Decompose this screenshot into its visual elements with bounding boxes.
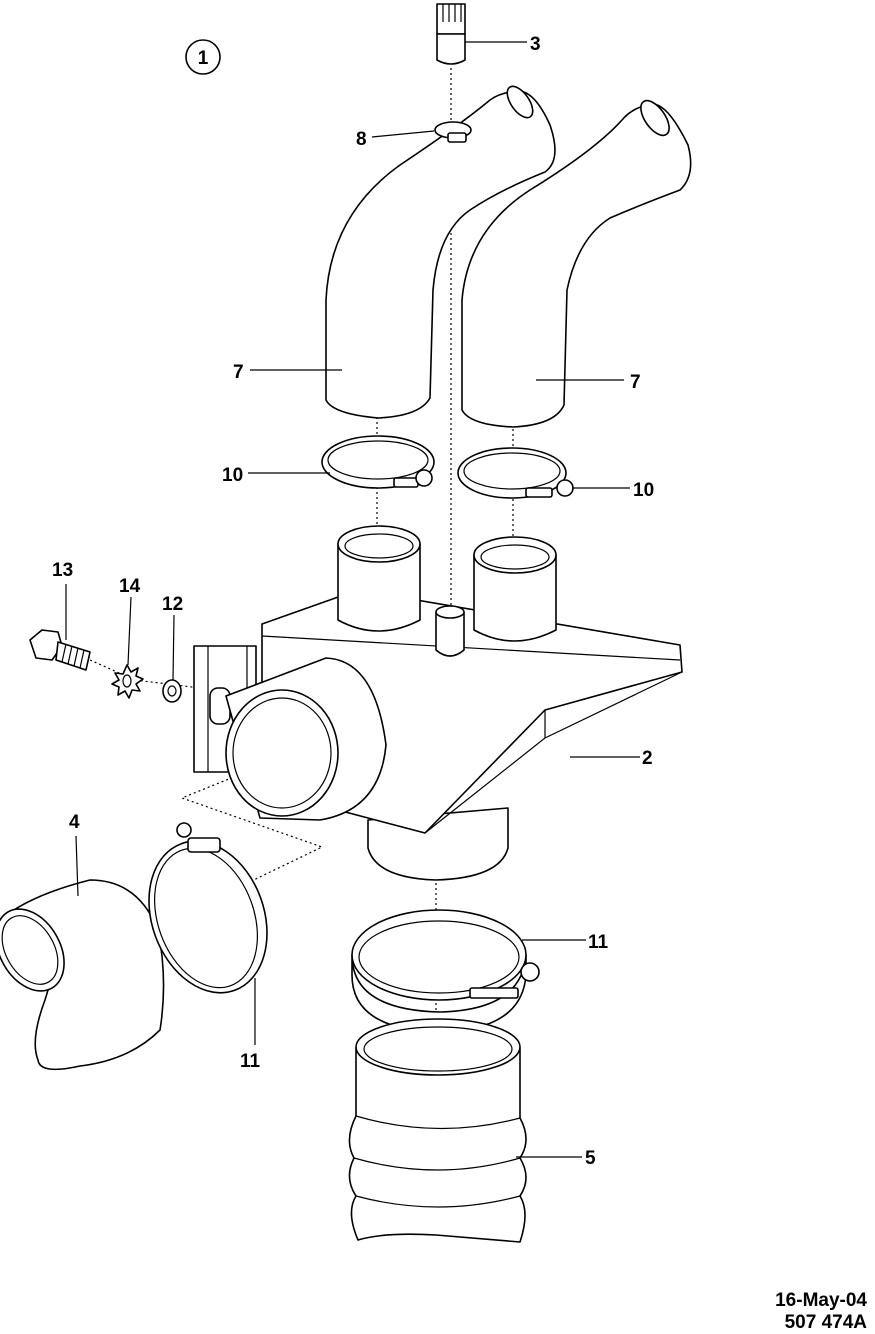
callout-lock-washer: 14	[119, 576, 141, 597]
clamp-bottom-part	[351, 909, 540, 1033]
footer-drawing-number: 507 474A	[784, 1312, 867, 1333]
callout-hose-right: 7	[630, 372, 641, 393]
view-number: 1	[198, 48, 209, 69]
cap-part	[436, 3, 466, 65]
view-number-badge: 1	[185, 39, 221, 75]
spigots	[337, 525, 557, 657]
callout-side-hose: 4	[69, 812, 80, 833]
leader-lines	[65, 41, 640, 1158]
callout-screw: 13	[52, 560, 73, 581]
main-body-part	[193, 589, 683, 881]
bellows-part	[348, 1018, 527, 1243]
callout-clip: 8	[356, 129, 367, 150]
washer-part	[162, 679, 182, 703]
callout-clamp-bottom: 11	[588, 932, 609, 953]
callout-cap: 3	[530, 34, 541, 55]
callout-washer: 12	[162, 594, 183, 615]
callout-clamp-side: 11	[240, 1051, 261, 1072]
screw-part	[29, 629, 91, 671]
clamp-left-part	[321, 435, 435, 489]
clip-part	[434, 121, 472, 143]
callout-labels: 3 8 7 7 10 10 13 14 12 2 4 11 11 5	[52, 34, 654, 1169]
lock-washer-part	[111, 664, 144, 699]
side-hose-part	[0, 879, 165, 1071]
callout-main-body: 2	[642, 748, 653, 769]
footer-date: 16-May-04	[775, 1290, 867, 1311]
callout-bellows: 5	[585, 1148, 596, 1169]
clamp-right-part	[457, 447, 574, 499]
hose-right-part	[461, 99, 692, 428]
callout-hose-left: 7	[233, 362, 244, 383]
callout-clamp-left: 10	[222, 465, 243, 486]
callout-clamp-right: 10	[633, 480, 654, 501]
clamp-side-part	[148, 822, 268, 994]
